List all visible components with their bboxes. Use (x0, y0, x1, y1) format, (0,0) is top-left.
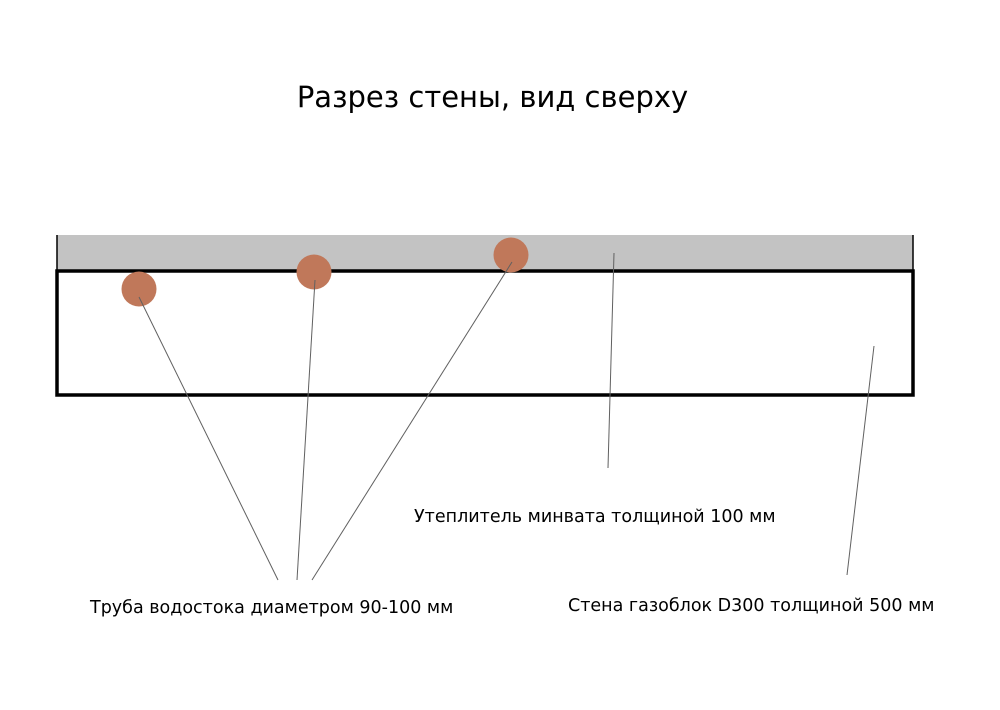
insulation-layer (57, 235, 913, 271)
insulation-leader-line (607, 252, 615, 469)
insulation-label: Утеплитель минвата толщиной 100 мм (414, 507, 776, 527)
wall-block (55, 269, 915, 397)
drain-pipe-2 (296, 254, 332, 290)
pipe-leader-line-3 (311, 261, 513, 581)
drain-pipe-1 (121, 271, 157, 307)
wall-leader-line (846, 345, 875, 576)
pipe-leader-line-2 (296, 279, 316, 581)
diagram-title: Разрез стены, вид сверху (296, 80, 689, 114)
wall-label: Стена газоблок D300 толщиной 500 мм (568, 596, 935, 616)
drain-pipe-3 (493, 237, 529, 273)
drain-pipe-label: Труба водостока диаметром 90-100 мм (90, 598, 454, 618)
pipe-leader-line-1 (138, 296, 279, 581)
